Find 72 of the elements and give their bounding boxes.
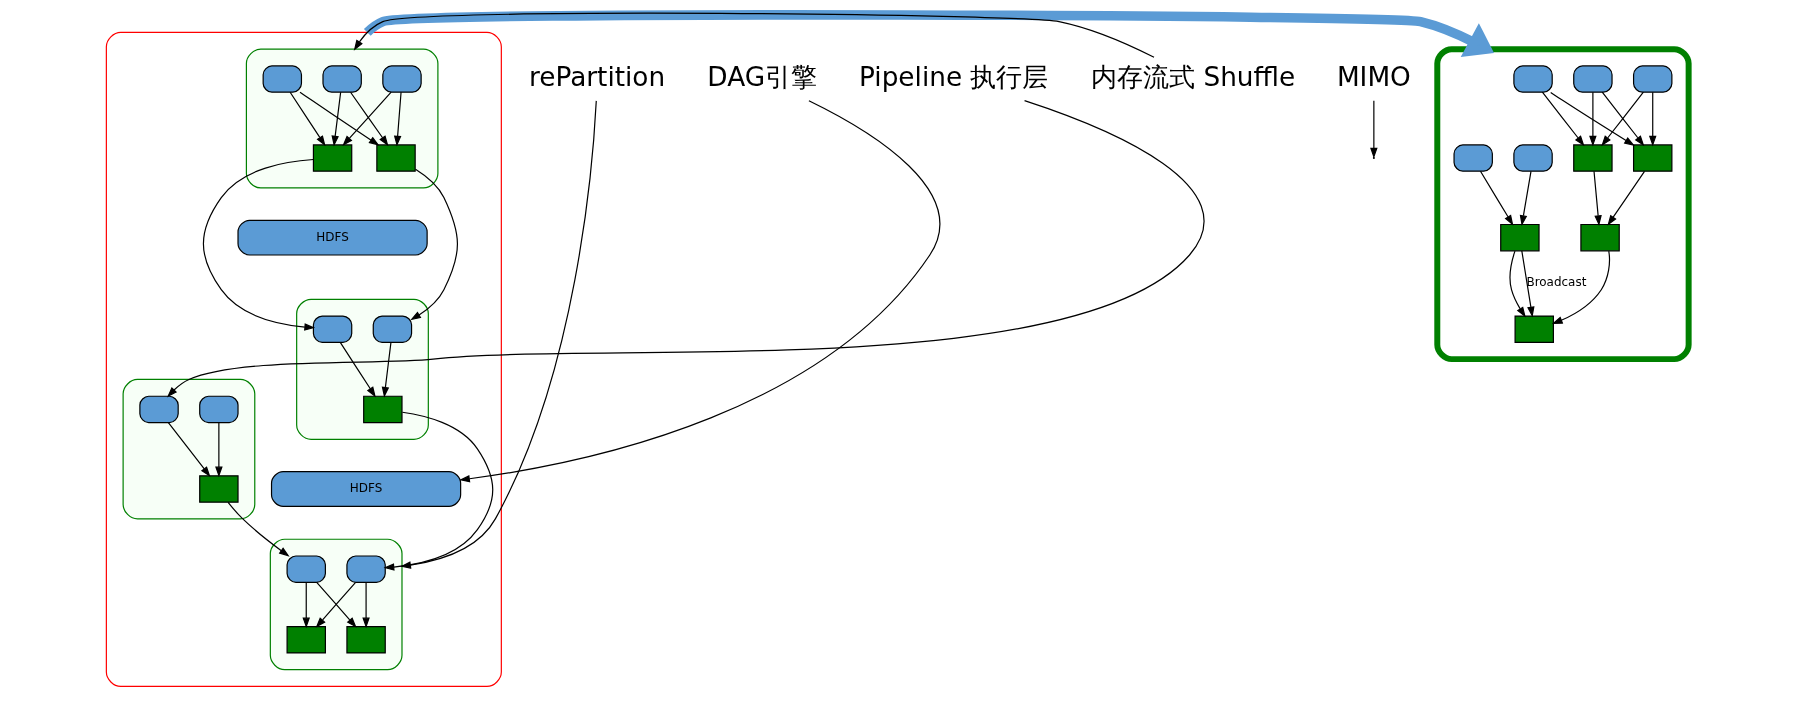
cluster: [122, 378, 256, 520]
node-text: rePartition: [529, 61, 666, 92]
node-box: [322, 65, 362, 93]
node-box: [1573, 144, 1613, 172]
node-box: HDFS: [237, 219, 428, 256]
arrow: [202, 158, 316, 331]
node-box: [286, 626, 326, 654]
cluster: [105, 31, 502, 688]
cluster: [1434, 46, 1692, 363]
node-box: [199, 395, 239, 424]
arrow: [1607, 170, 1646, 226]
node-box: [1580, 223, 1620, 252]
cluster: [296, 298, 429, 440]
arrow: [1521, 250, 1535, 318]
arrow: [1541, 91, 1585, 147]
arrow: [1519, 170, 1532, 226]
node-box: [1573, 65, 1613, 93]
arrow: [1479, 170, 1514, 226]
arrow: [299, 91, 380, 146]
node-box: [1513, 65, 1553, 93]
node-box: [363, 395, 403, 424]
arrow: [342, 91, 392, 147]
arrow: [1648, 91, 1657, 147]
arrow: [167, 422, 211, 477]
node-box: [346, 626, 386, 654]
node-box: [346, 555, 386, 583]
arrow: [364, 10, 1495, 58]
node-box: [139, 395, 179, 424]
node-box: [312, 144, 353, 172]
arrow: [289, 91, 326, 147]
arrow: [1509, 250, 1526, 318]
node-box: [1453, 144, 1493, 172]
node-text: MIMO: [1336, 61, 1411, 92]
cluster: [269, 538, 403, 671]
arrow: [459, 100, 941, 483]
cluster: [245, 48, 439, 189]
arrow: [1589, 91, 1597, 147]
arrow: [381, 341, 392, 398]
arrow: [410, 168, 459, 321]
arrow: [383, 411, 494, 571]
node-box: [286, 555, 326, 583]
node-box: [372, 315, 413, 343]
arrow: [353, 12, 1155, 58]
node-box: [312, 315, 353, 343]
arrow: [331, 91, 342, 147]
arrow: [1550, 91, 1635, 146]
arrow: [302, 581, 310, 629]
node-box: [1500, 223, 1540, 252]
arrow: [1593, 170, 1602, 226]
node-box: [1514, 315, 1554, 343]
node-box: [382, 65, 422, 93]
arrow: [1551, 250, 1611, 325]
node-box: [376, 144, 416, 172]
node-box: HDFS: [270, 471, 462, 507]
node-box: [199, 475, 239, 503]
edge-label: Broadcast: [1526, 275, 1587, 290]
node-box: [1633, 65, 1673, 93]
arrow: [339, 341, 376, 398]
node-text: DAG引擎: [707, 61, 818, 92]
node-box: [1633, 144, 1673, 172]
arrow: [166, 100, 1205, 398]
node-box: [1513, 144, 1553, 172]
node-box: [262, 65, 303, 93]
arrow: [349, 91, 389, 147]
arrow: [215, 422, 223, 478]
arrow: [393, 91, 402, 147]
arrow: [400, 100, 597, 569]
node-text: Pipeline 执行层: [859, 61, 1049, 92]
node-text: 内存流式 Shuffle: [1091, 61, 1296, 92]
arrow: [1370, 100, 1378, 159]
arrow: [362, 581, 370, 629]
arrow: [227, 501, 290, 557]
